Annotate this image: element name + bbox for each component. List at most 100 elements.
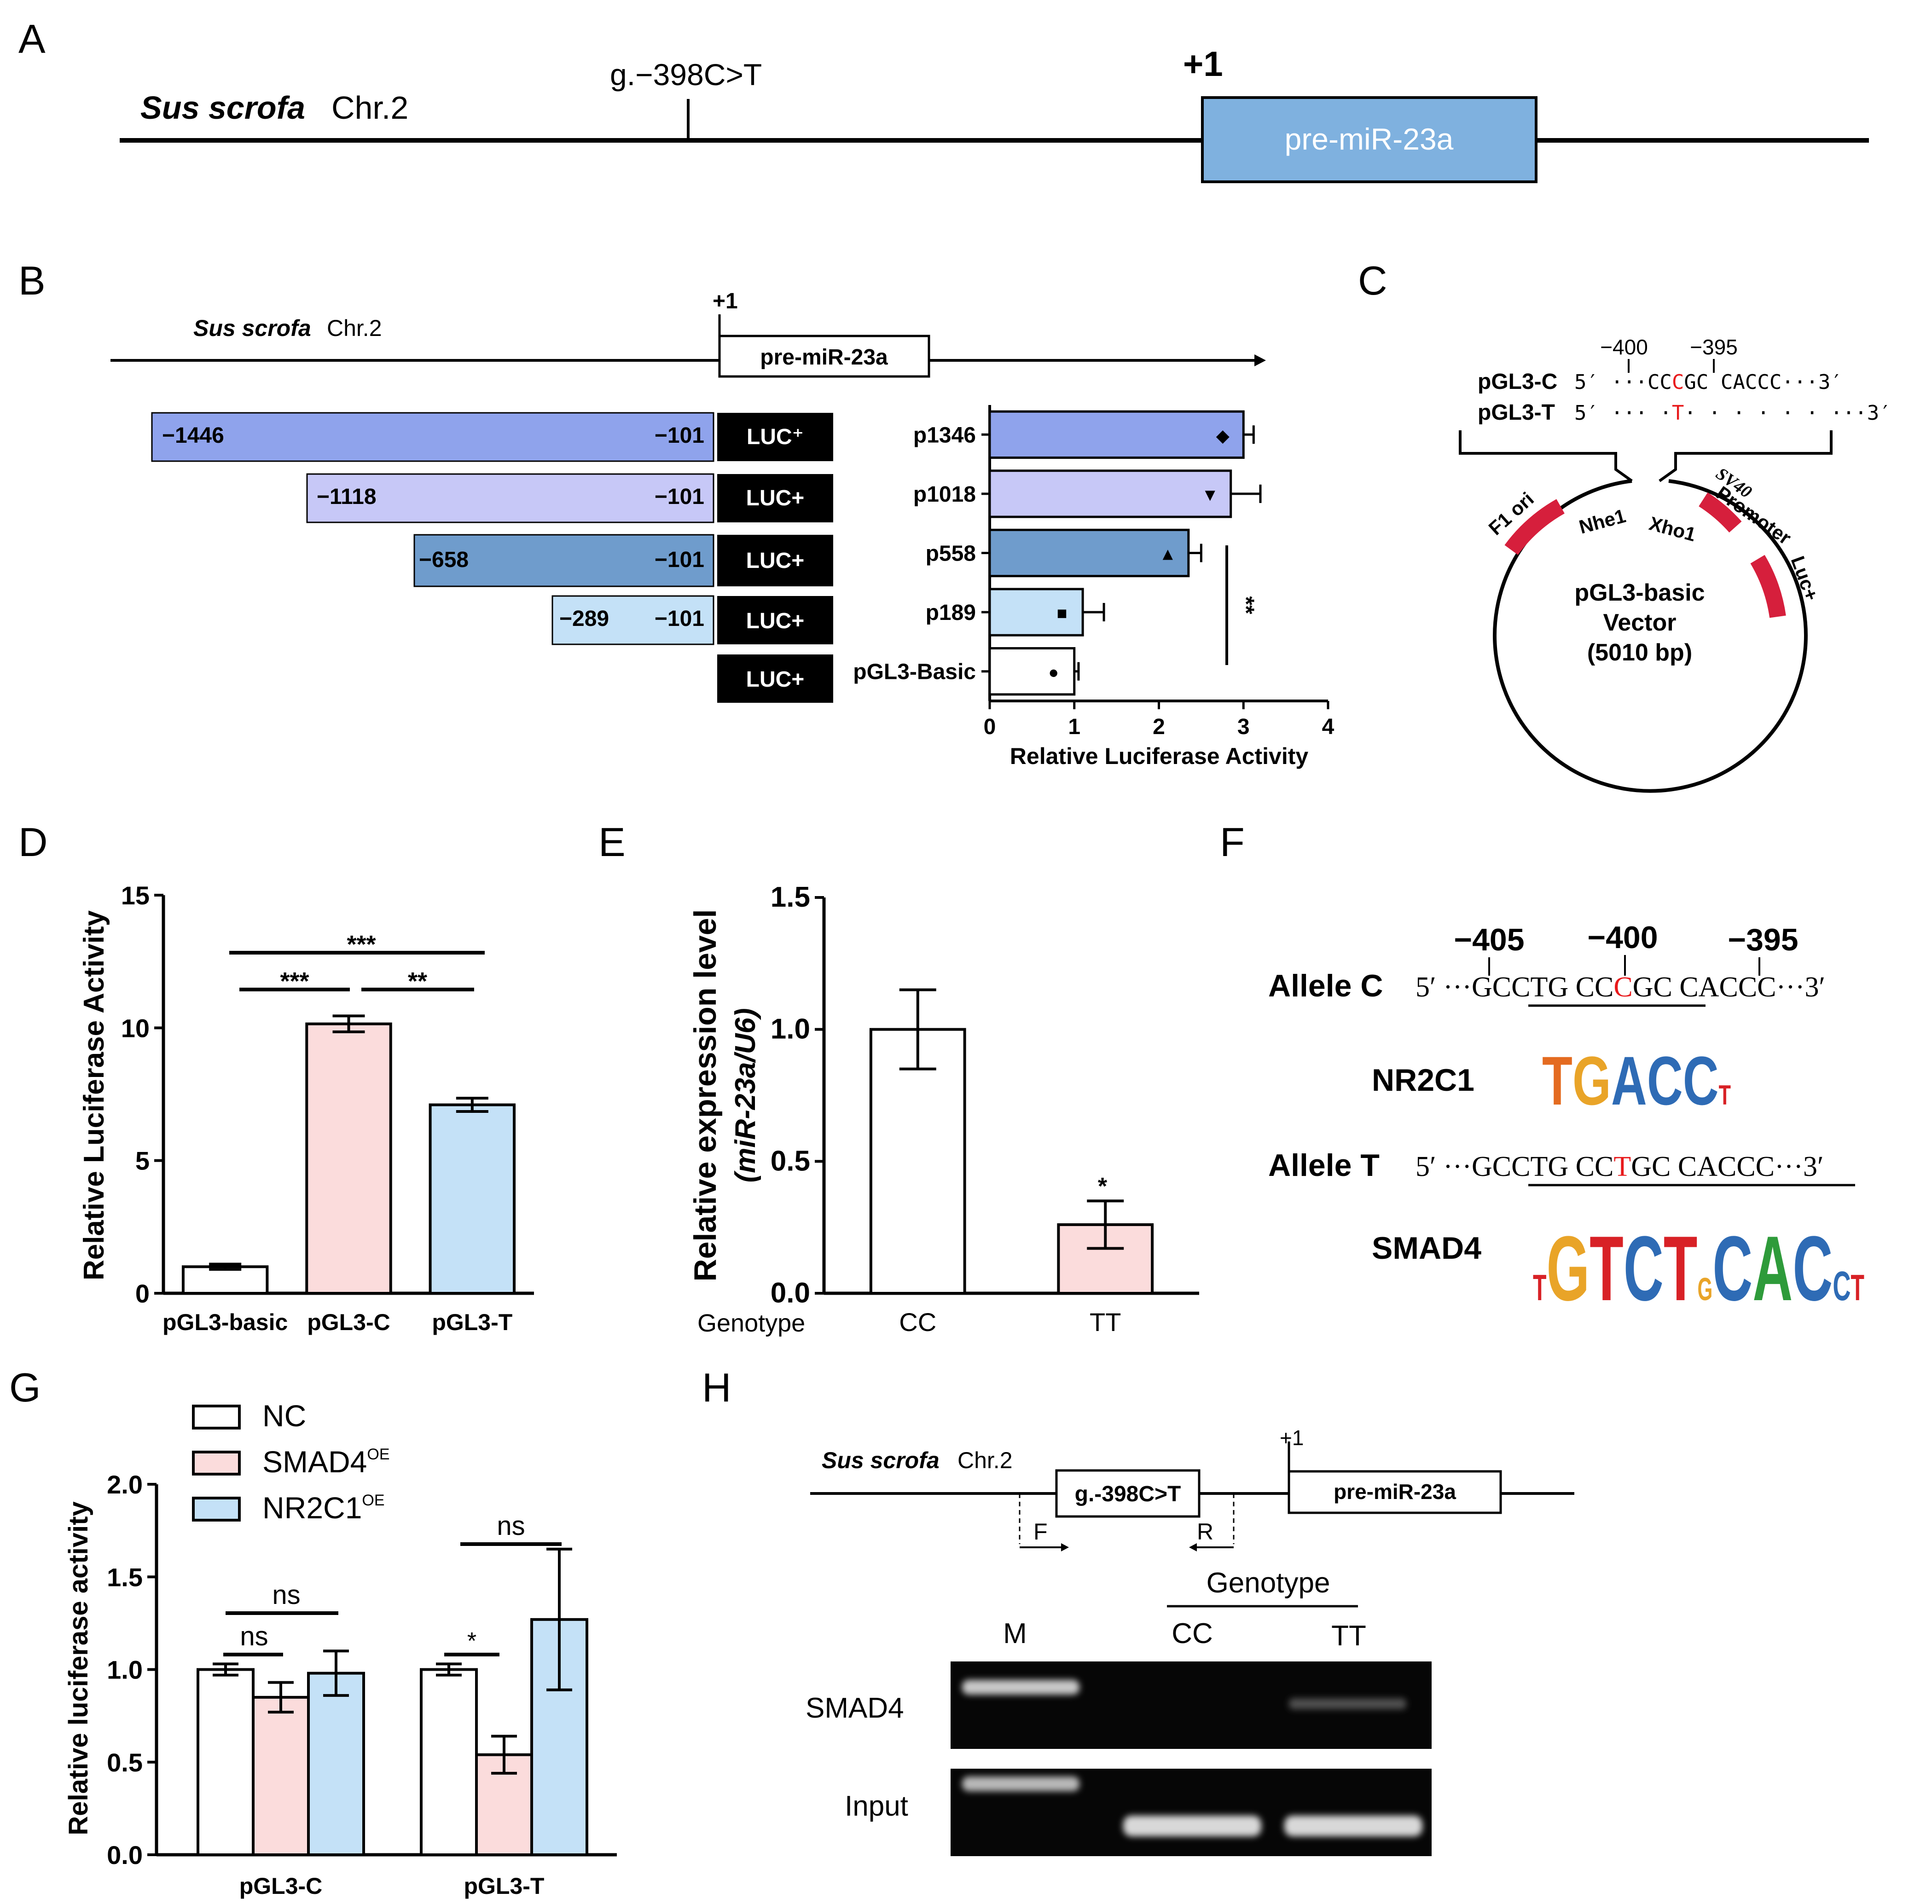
pos-label: −395 [1728, 922, 1798, 957]
y-tick-label: 0.0 [107, 1840, 143, 1869]
data-point: ◆ [1216, 426, 1230, 446]
y-tick-label: p189 [926, 601, 976, 625]
construct-end: −101 [655, 423, 704, 448]
chart-g: Relative luciferase activity 0.00.51.01.… [64, 1470, 617, 1899]
construct-bar [413, 534, 714, 587]
luc-box [717, 596, 833, 644]
x-tick-label: 4 [1322, 715, 1334, 739]
chart-d: Relative Luciferase Activity 051015pGL3-… [78, 881, 534, 1335]
significance-mark: ** [1233, 596, 1259, 614]
construct-start: −289 [559, 607, 609, 631]
bar [420, 1668, 478, 1856]
chr-label-h: Chr.2 [957, 1447, 1013, 1473]
panel-letter-b: B [18, 258, 46, 303]
tss-label: +1 [1183, 45, 1223, 84]
panel-letter-d: D [18, 819, 48, 865]
pre-mir-box-b [718, 335, 930, 378]
x-tick-label: pGL3-C [239, 1873, 323, 1899]
y-axis-title: Relative expression level [688, 909, 723, 1282]
y-tick-label: 0.5 [107, 1748, 143, 1777]
significance-mark: ** [408, 967, 427, 995]
species-label-h: Sus scrofa [822, 1447, 940, 1473]
bar [305, 1022, 392, 1295]
motif-label: SMAD4 [1372, 1231, 1481, 1266]
panel-letter-h: H [702, 1365, 731, 1410]
arrow-head [1254, 354, 1266, 366]
y-tick-label: p558 [926, 542, 976, 566]
construct-end: −101 [655, 485, 704, 509]
y-axis-title: Relative luciferase activity [64, 1501, 93, 1835]
legend-label: SMAD4OE [262, 1445, 390, 1479]
legend-label: NC [262, 1399, 306, 1433]
x-tick-label: TT [1090, 1308, 1121, 1337]
snp-box [1055, 1469, 1201, 1518]
bar [988, 528, 1190, 578]
primer-r-label: R [1197, 1519, 1213, 1545]
genotype-label: Genotype [697, 1309, 805, 1337]
gel-row-label: SMAD4 [806, 1692, 904, 1724]
sequence-c: 5′ ···CCCGC CACCC···3′ [1574, 370, 1843, 394]
panel-a: A Sus scrofa Chr.2 g.−398C>T +1 pre-miR-… [18, 16, 1869, 183]
tss-label-h: +1 [1280, 1426, 1304, 1450]
x-tick-label: 2 [1153, 715, 1165, 739]
panel-letter-e: E [598, 819, 626, 865]
bracket-left [1459, 430, 1633, 482]
y-tick-label: p1018 [913, 482, 976, 507]
lane-label: TT [1331, 1620, 1366, 1652]
panel-e: E Relative expression level (miR-23a/U6)… [598, 819, 1199, 1337]
gel-band [1284, 1816, 1422, 1836]
lane-label: CC [1172, 1618, 1213, 1649]
luc-box [717, 474, 833, 522]
y-tick-label: pGL3-Basic [853, 660, 976, 684]
f1-ori-arrow [1504, 499, 1565, 555]
motif-logo: TGTCTGCACCT [1533, 1217, 1864, 1320]
bar [988, 647, 1076, 696]
luc-box [717, 654, 833, 703]
data-point: ▼ [1201, 486, 1219, 505]
luc-box [717, 413, 833, 461]
pre-mir-label: pre-miR-23a [1285, 122, 1454, 156]
snp-label: g.−398C>T [610, 58, 762, 92]
sequence-t: 5′ ··· ·T· · · · · · ···3′ [1574, 401, 1891, 425]
panel-f: F −405 −400 −395 Allele C 5′ ···GCCTG CC… [1220, 819, 1864, 1320]
luc-label: LUC+ [746, 609, 805, 633]
panel-h: H Sus scrofa Chr.2 g.-398C>T +1 pre-miR-… [702, 1365, 1574, 1856]
luc-label: LUC+ [746, 549, 805, 573]
pos-label: −395 [1690, 335, 1738, 359]
gel-row-label: Input [845, 1790, 908, 1822]
luc-box [717, 535, 833, 586]
construct-bar [551, 595, 714, 645]
data-point: ■ [1057, 604, 1068, 623]
construct-bar [151, 412, 714, 462]
pre-mir-label-h: pre-miR-23a [1334, 1480, 1456, 1504]
pre-mir-box-h [1288, 1470, 1502, 1514]
legend-swatch [192, 1497, 241, 1522]
pos-label: −400 [1600, 335, 1648, 359]
construct-start: −658 [419, 548, 469, 572]
y-axis-title: Relative Luciferase Activity [78, 910, 110, 1280]
species-label-b: Sus scrofa [193, 315, 311, 341]
bar [197, 1668, 255, 1856]
y-tick-label: 2.0 [107, 1470, 143, 1499]
construct-bar [306, 473, 714, 523]
bar [307, 1672, 365, 1857]
significance-mark: ns [272, 1580, 300, 1610]
bar [252, 1696, 310, 1856]
pre-mir-label-b: pre-miR-23a [760, 345, 888, 370]
bracket-right [1659, 430, 1833, 482]
legend-swatch [192, 1405, 241, 1429]
construct-label: pGL3-C [1478, 370, 1557, 394]
species-label: Sus scrofa [140, 90, 305, 126]
pre-mir-box [1201, 96, 1537, 183]
y-tick-label: 15 [121, 881, 150, 910]
nhe1-label: Nhe1 [1577, 505, 1628, 538]
significance-mark: * [1098, 1173, 1108, 1200]
data-point: ● [1048, 663, 1059, 683]
snp-label-h: g.-398C>T [1075, 1482, 1181, 1506]
luc-label: LUC⁺ [747, 425, 804, 449]
chr-label-b: Chr.2 [327, 315, 382, 341]
primer-f-arrowhead [1061, 1543, 1069, 1551]
bar [988, 410, 1245, 459]
